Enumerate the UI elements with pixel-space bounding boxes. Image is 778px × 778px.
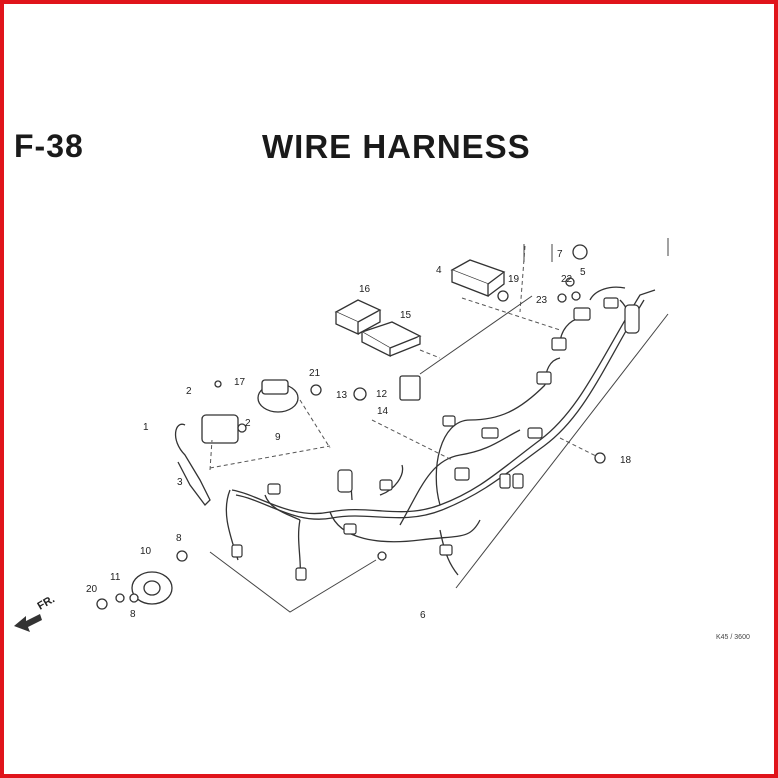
drawing-reference: K45 / 3600	[716, 634, 750, 641]
front-label: FR.	[36, 593, 57, 612]
callout-23: 23	[536, 295, 548, 306]
callout-2b: 2	[245, 418, 251, 429]
front-direction-arrow: FR.	[14, 593, 57, 632]
callout-11: 11	[110, 572, 121, 583]
callout-22: 22	[561, 274, 573, 285]
part-callouts: 1 2 2 3 4 5 6 7 8 8 9 10 11 12 13 14 15 …	[86, 249, 632, 621]
callout-17: 17	[234, 377, 246, 388]
callout-10: 10	[140, 546, 152, 557]
callout-16: 16	[359, 284, 371, 295]
callout-21: 21	[309, 368, 321, 379]
callout-12: 12	[376, 389, 388, 400]
callout-3: 3	[177, 477, 183, 488]
components	[96, 244, 606, 610]
leader-lines	[209, 245, 597, 471]
boundary-lines	[209, 238, 669, 613]
harness-lines	[225, 286, 656, 581]
callout-2a: 2	[186, 386, 192, 397]
callout-20: 20	[86, 584, 98, 595]
figure-code: F-38	[14, 128, 84, 164]
callout-15: 15	[400, 310, 412, 321]
callout-8b: 8	[130, 609, 136, 620]
callout-4: 4	[436, 265, 442, 276]
callout-8a: 8	[176, 533, 182, 544]
callout-13: 13	[336, 390, 348, 401]
callout-7: 7	[557, 249, 563, 260]
callout-6: 6	[420, 610, 426, 621]
figure-title: WIRE HARNESS	[262, 128, 531, 165]
callout-18: 18	[620, 455, 632, 466]
callout-14: 14	[377, 406, 389, 417]
callout-5: 5	[580, 267, 586, 278]
callout-9: 9	[275, 432, 281, 443]
callout-1: 1	[143, 422, 149, 433]
connectors	[231, 297, 640, 581]
callout-19: 19	[508, 274, 520, 285]
